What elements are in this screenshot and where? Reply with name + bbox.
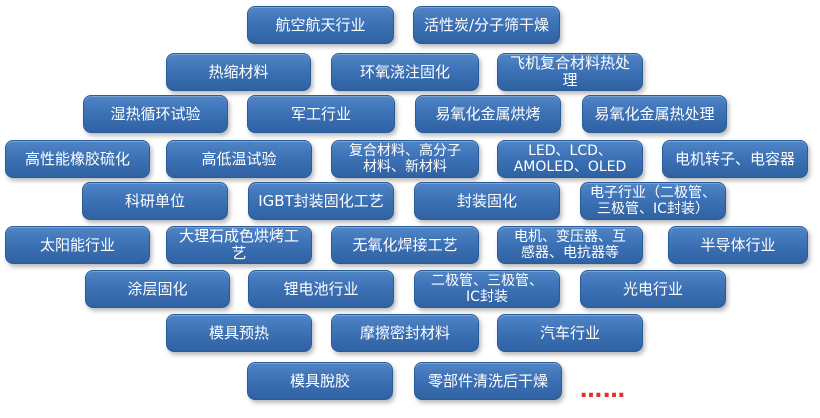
tag-rubber-vulcanization: 高性能橡胶硫化 xyxy=(5,140,150,178)
tag-friction-sealing-materials: 摩擦密封材料 xyxy=(331,314,479,352)
tag-solar-industry: 太阳能行业 xyxy=(5,226,150,264)
tag-composite-polymer-materials: 复合材料、高分子 材料、新材料 xyxy=(331,140,479,178)
tag-aircraft-composite-heat-treatment: 飞机复合材料热处理 xyxy=(497,53,643,91)
tag-aerospace: 航空航天行业 xyxy=(247,6,394,44)
tag-high-low-temp-test: 高低温试验 xyxy=(166,140,312,178)
tag-electronics-industry: 电子行业（二极管、 三极管、IC封装） xyxy=(580,182,726,220)
tag-marble-coloring-baking: 大理石成色烘烤工艺 xyxy=(166,226,312,264)
tag-mold-degumming: 模具脫胶 xyxy=(247,362,393,400)
tag-optoelectronics-industry: 光电行业 xyxy=(580,270,726,308)
tag-humid-heat-cycle-test: 湿热循环试验 xyxy=(83,95,228,133)
tag-led-lcd-oled: LED、LCD、 AMOLED、OLED xyxy=(497,140,643,178)
tag-research-institutions: 科研单位 xyxy=(82,182,228,220)
more-ellipsis: …… xyxy=(580,378,626,403)
tag-diode-transistor-ic-packaging: 二极管、三极管、 IC封装 xyxy=(414,270,560,308)
tag-motors-transformers-reactors: 电机、变压器、互 感器、电抗器等 xyxy=(497,226,643,264)
tag-parts-drying-after-cleaning: 零部件清洗后干燥 xyxy=(414,362,562,400)
tag-lithium-battery-industry: 锂电池行业 xyxy=(248,270,394,308)
tag-activated-carbon-drying: 活性炭/分子筛干燥 xyxy=(413,6,560,44)
tag-motor-rotor-capacitor: 电机转子、电容器 xyxy=(662,140,808,178)
tag-packaging-curing: 封装固化 xyxy=(414,182,560,220)
tag-heat-shrink-material: 热缩材料 xyxy=(166,53,311,91)
tag-epoxy-casting-curing: 环氧浇注固化 xyxy=(331,53,479,91)
tag-oxidizable-metal-heat-treatment: 易氧化金属热处理 xyxy=(582,95,727,133)
tag-military-industry: 军工行业 xyxy=(247,95,395,133)
tag-semiconductor-industry: 半导体行业 xyxy=(668,226,808,264)
tag-coating-curing: 涂层固化 xyxy=(85,270,230,308)
tag-oxygen-free-welding: 无氧化焊接工艺 xyxy=(331,226,479,264)
tag-oxidizable-metal-baking: 易氧化金属烘烤 xyxy=(415,95,561,133)
tag-automotive-industry: 汽车行业 xyxy=(497,314,643,352)
tag-igbt-packaging-curing: IGBT封装固化工艺 xyxy=(248,182,394,220)
tag-mold-preheating: 模具预热 xyxy=(166,314,312,352)
